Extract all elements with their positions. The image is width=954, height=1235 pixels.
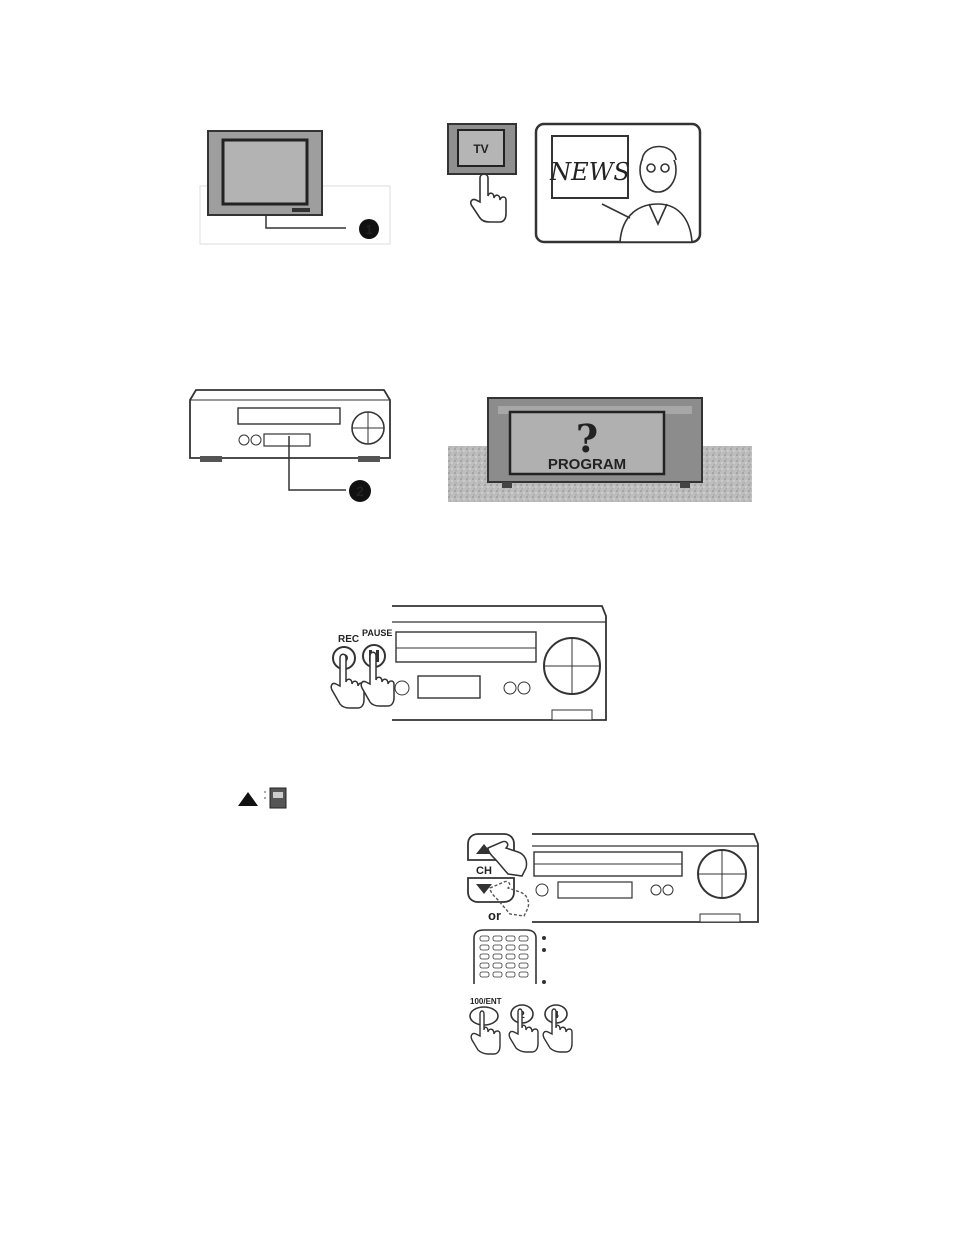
pause-label: PAUSE bbox=[362, 628, 392, 638]
remote-control-icon bbox=[474, 930, 546, 984]
rec-pause-figure: REC PAUSE bbox=[322, 592, 612, 740]
eject-cassette-icons bbox=[236, 786, 288, 810]
enter-label: 100/ENT bbox=[470, 997, 502, 1006]
vcr-front-figure: 2 bbox=[186, 386, 396, 506]
program-text: PROGRAM bbox=[548, 456, 626, 473]
eject-triangle-icon bbox=[238, 792, 258, 806]
callout-1-text: 1 bbox=[365, 222, 372, 237]
ch-label: CH bbox=[476, 865, 492, 877]
question-mark: ? bbox=[576, 416, 598, 461]
pointing-hand-icon bbox=[488, 841, 527, 876]
callout-2-text: 2 bbox=[356, 483, 364, 499]
tv-set-figure: 1 bbox=[196, 126, 396, 250]
news-sign-text: NEWS bbox=[549, 158, 630, 186]
tv-screen bbox=[223, 140, 307, 204]
or-text: or bbox=[488, 908, 501, 923]
tv-news-figure: TV NEWS bbox=[444, 120, 704, 248]
pointing-hand-icon bbox=[471, 174, 506, 222]
rec-label: REC bbox=[338, 634, 359, 645]
channel-select-figure: CH or bbox=[462, 830, 762, 1056]
tv-button-label: TV bbox=[473, 142, 488, 156]
program-screen-figure: ? PROGRAM bbox=[448, 394, 752, 502]
